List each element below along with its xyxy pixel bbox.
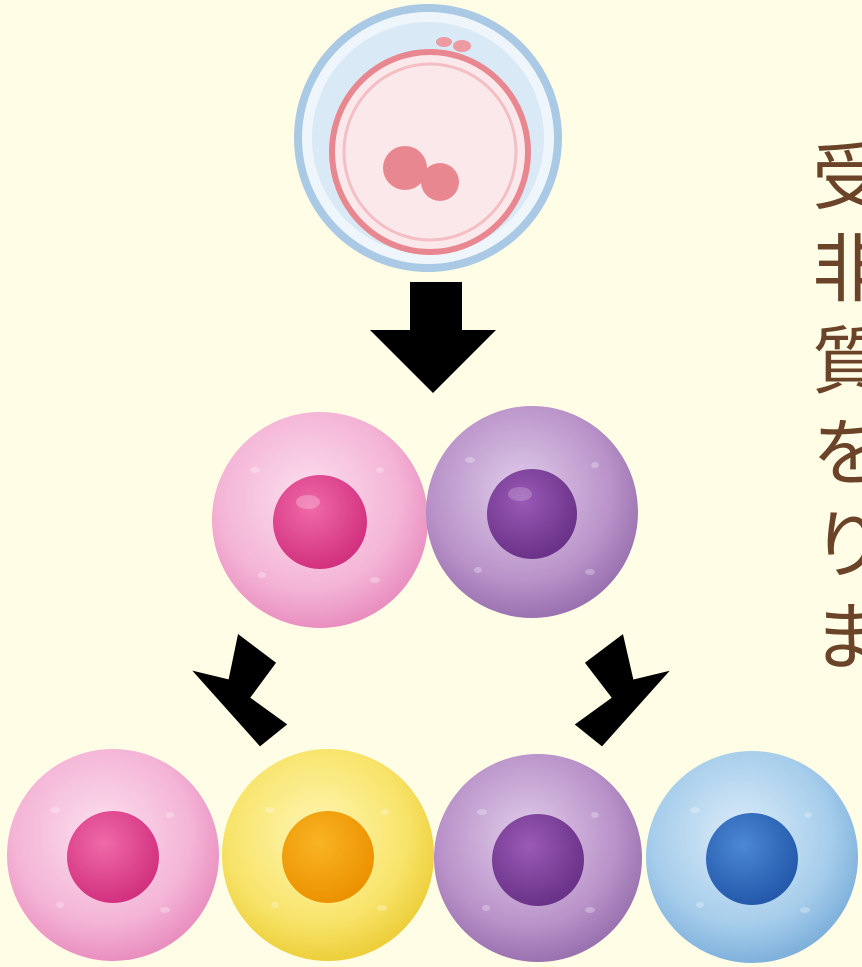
caption-char: 質 bbox=[812, 316, 862, 408]
arrow-down-icon bbox=[370, 282, 496, 393]
cell-pink-middle bbox=[212, 412, 428, 628]
cell-pink-bottom bbox=[7, 749, 219, 961]
caption-char: 受 bbox=[812, 132, 862, 224]
fertilized-egg bbox=[294, 4, 562, 272]
cell-yellow-bottom bbox=[222, 749, 434, 961]
arrow-down-right-icon bbox=[574, 632, 671, 748]
caption-char: を bbox=[812, 408, 862, 500]
cell-purple-middle bbox=[426, 406, 638, 618]
vertical-caption: 受 非 質 を り ま bbox=[812, 132, 862, 684]
caption-char: り bbox=[812, 500, 862, 592]
cell-blue-bottom bbox=[646, 751, 858, 963]
cell-purple-bottom bbox=[434, 754, 642, 962]
caption-char: 非 bbox=[812, 224, 862, 316]
arrow-down-left-icon bbox=[191, 632, 288, 748]
caption-char: ま bbox=[812, 592, 862, 684]
